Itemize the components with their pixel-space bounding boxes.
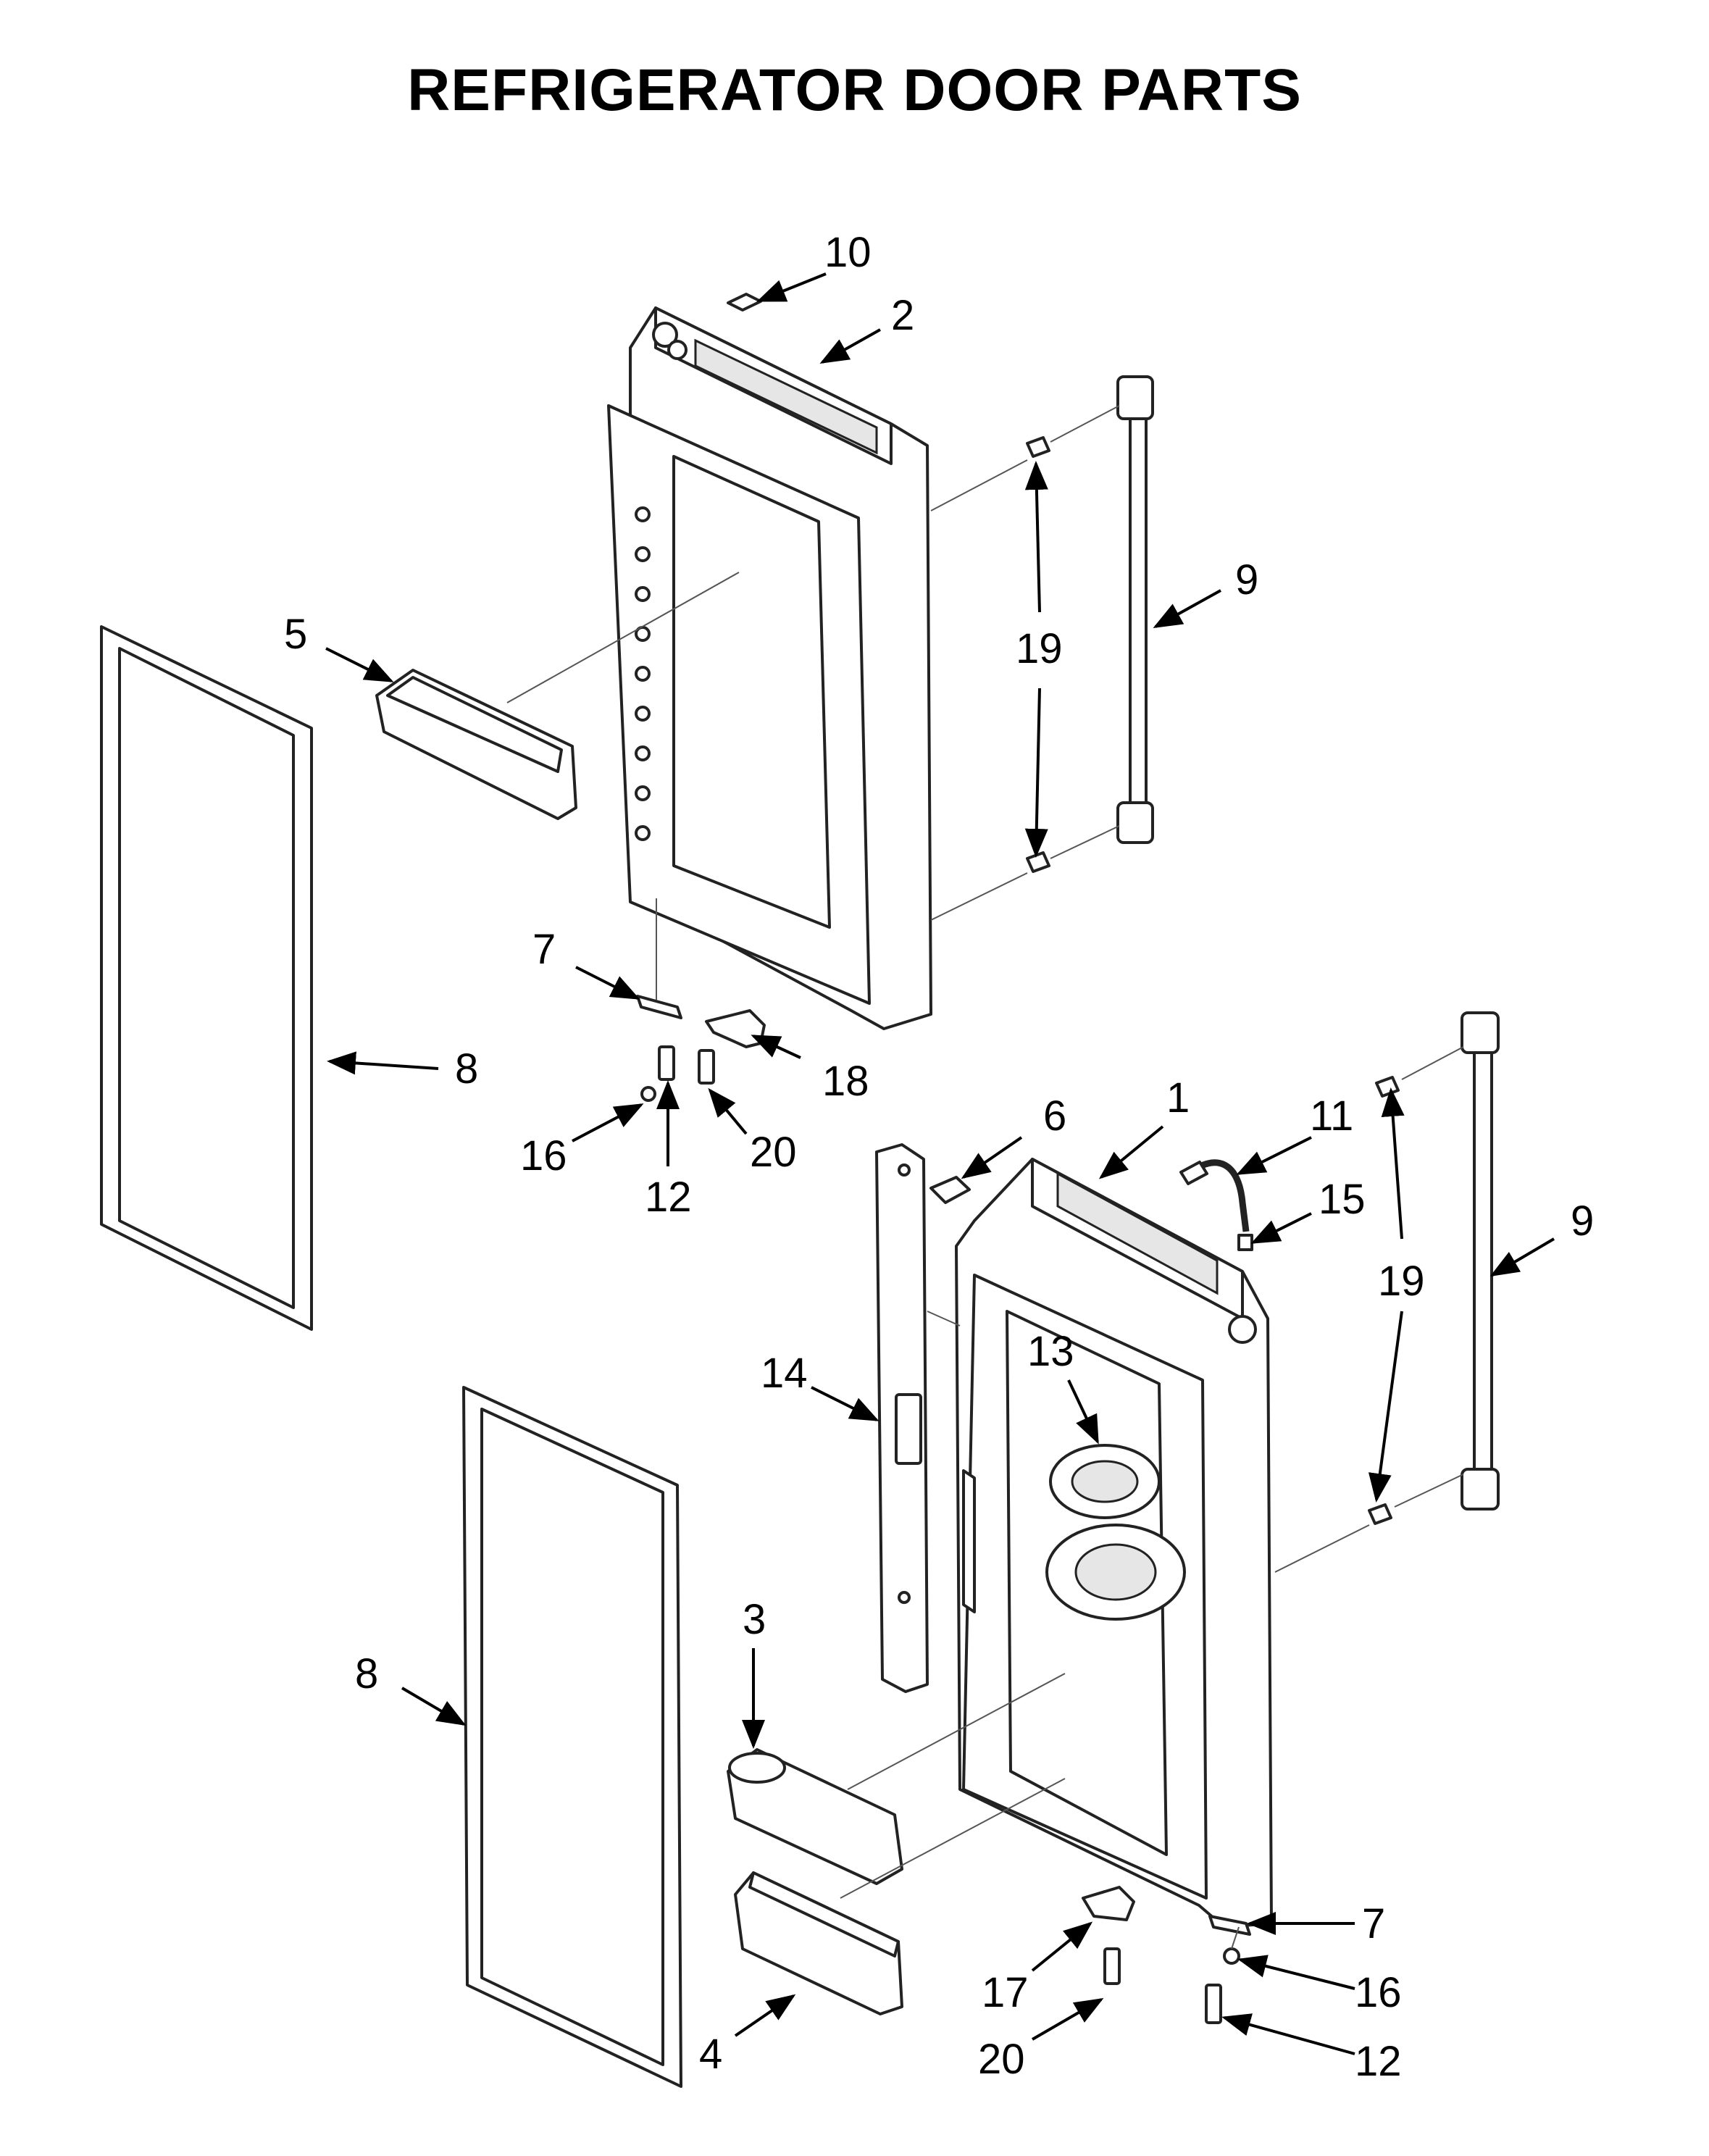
callout-3: 3 bbox=[743, 1596, 766, 1643]
callout-10: 10 bbox=[824, 229, 872, 276]
callout-labels: 10 2 9 19 5 8 7 18 16 12 20 6 1 11 15 9 … bbox=[284, 229, 1594, 2085]
callout-8-lower: 8 bbox=[355, 1650, 378, 1697]
callout-14: 14 bbox=[761, 1350, 808, 1397]
upper-door-gasket bbox=[100, 625, 313, 1331]
lower-door-gasket bbox=[462, 1386, 682, 2088]
callout-20-upper: 20 bbox=[750, 1129, 797, 1176]
door-hinge-strip-part-14 bbox=[875, 1143, 929, 1693]
upper-hinge-hardware bbox=[636, 995, 766, 1102]
callout-16-upper: 16 bbox=[520, 1132, 567, 1179]
door-bin-part-4 bbox=[734, 1871, 903, 2015]
callout-20-lower: 20 bbox=[978, 2036, 1025, 2083]
callout-18: 18 bbox=[822, 1058, 869, 1105]
page-title: REFRIGERATOR DOOR PARTS bbox=[407, 57, 1302, 123]
part-15-fitting bbox=[1237, 1234, 1253, 1251]
leader-arrows bbox=[325, 272, 1555, 2055]
door-shelf-pegs bbox=[635, 506, 651, 841]
callout-13: 13 bbox=[1027, 1328, 1074, 1375]
callout-4: 4 bbox=[699, 2031, 722, 2078]
callout-16-lower: 16 bbox=[1355, 1969, 1402, 2016]
callout-11: 11 bbox=[1310, 1092, 1353, 1140]
callout-7-upper: 7 bbox=[532, 926, 556, 973]
callout-8-upper: 8 bbox=[455, 1045, 478, 1092]
callout-9-lower: 9 bbox=[1571, 1198, 1594, 1245]
upper-door-handle bbox=[1116, 375, 1154, 844]
door-bin-part-5 bbox=[375, 669, 577, 820]
lower-hinge-hardware bbox=[1082, 1886, 1251, 2024]
callout-5: 5 bbox=[284, 611, 307, 658]
door-bin-part-3 bbox=[727, 1748, 903, 1885]
callout-19-upper: 19 bbox=[1016, 625, 1063, 672]
callout-2: 2 bbox=[891, 292, 914, 339]
part-10-badge bbox=[727, 293, 762, 312]
upper-door-assembly bbox=[607, 306, 932, 1030]
callout-15: 15 bbox=[1319, 1176, 1366, 1223]
callout-12-lower: 12 bbox=[1355, 2038, 1402, 2085]
callout-9-upper: 9 bbox=[1235, 556, 1258, 603]
callout-19-lower: 19 bbox=[1378, 1258, 1425, 1305]
part-6-fitting bbox=[929, 1176, 971, 1204]
lower-door-handle bbox=[1461, 1011, 1500, 1511]
callout-17: 17 bbox=[982, 1969, 1029, 2016]
lower-door-assembly bbox=[955, 1158, 1273, 1929]
callout-6: 6 bbox=[1043, 1092, 1066, 1140]
callout-7-lower: 7 bbox=[1362, 1900, 1385, 1947]
callout-1: 1 bbox=[1166, 1074, 1190, 1121]
callout-12-upper: 12 bbox=[645, 1174, 692, 1221]
